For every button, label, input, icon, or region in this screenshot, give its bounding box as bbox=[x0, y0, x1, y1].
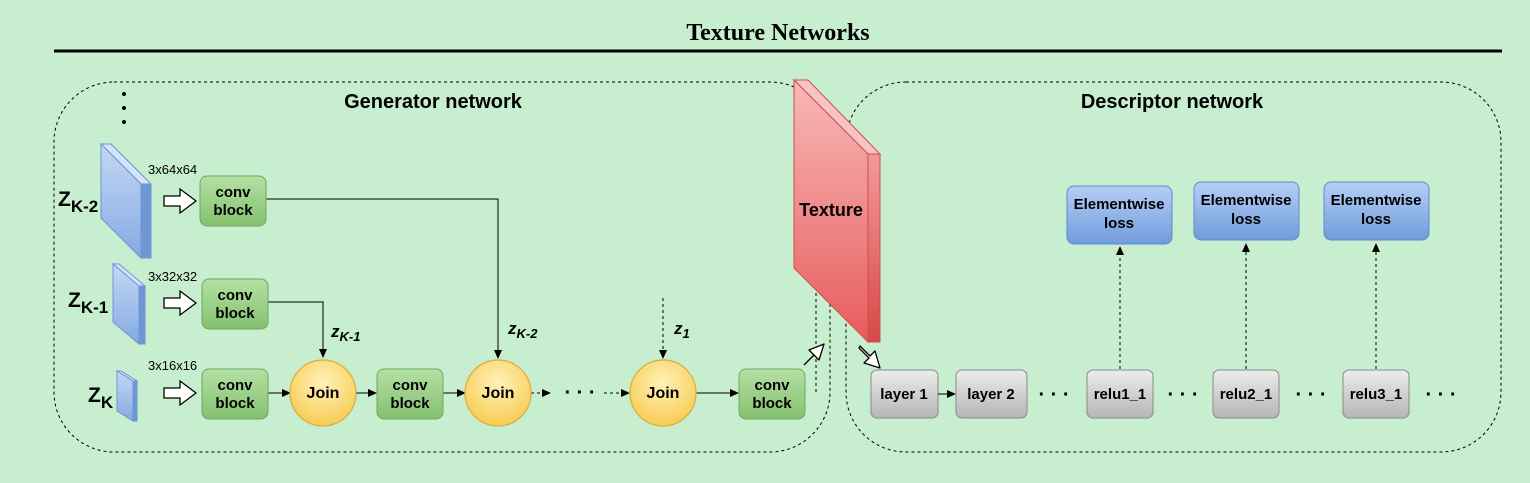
vertical-ellipsis bbox=[122, 92, 126, 124]
hollow-arrow-3 bbox=[163, 379, 198, 407]
input-tensor-zk2 bbox=[99, 142, 153, 260]
figure-title: Texture Networks bbox=[686, 20, 869, 46]
svg-text:Elementwise: Elementwise bbox=[1201, 192, 1292, 209]
layer-block-relu1: relu1_1 bbox=[1086, 369, 1154, 419]
svg-text:block: block bbox=[390, 395, 430, 412]
size-label-32: 3x32x32 bbox=[148, 269, 197, 284]
generator-title: Generator network bbox=[344, 91, 523, 113]
descriptor-ellipsis-2: · · · bbox=[1167, 384, 1198, 406]
svg-text:relu2_1: relu2_1 bbox=[1220, 386, 1273, 403]
svg-text:Elementwise: Elementwise bbox=[1074, 196, 1165, 213]
texture-label: Texture bbox=[799, 200, 863, 220]
hollow-arrow-into-descriptor bbox=[858, 345, 881, 369]
texture-slab: Texture bbox=[792, 78, 882, 344]
layer-block-relu2: relu2_1 bbox=[1212, 369, 1280, 419]
skip-label-z1: z1 bbox=[673, 319, 690, 341]
conv-block-zk2: conv block bbox=[199, 175, 267, 227]
label-zk: ZK bbox=[88, 384, 114, 412]
loss-block-relu1: Elementwise loss bbox=[1066, 185, 1173, 245]
svg-text:layer 2: layer 2 bbox=[967, 386, 1015, 403]
svg-text:loss: loss bbox=[1104, 215, 1134, 232]
loss-block-relu2: Elementwise loss bbox=[1193, 181, 1300, 241]
skip-label-zk1: zK-1 bbox=[330, 322, 360, 344]
input-tensor-zk1 bbox=[111, 262, 147, 346]
label-zk1: ZK-1 bbox=[68, 289, 108, 317]
join-node-3: Join bbox=[629, 359, 697, 427]
join-node-2: Join bbox=[464, 359, 532, 427]
descriptor-title: Descriptor network bbox=[1081, 91, 1264, 113]
layer-block-2: layer 2 bbox=[955, 369, 1028, 419]
svg-text:conv: conv bbox=[392, 377, 428, 394]
conv-block-zk1: conv block bbox=[201, 278, 269, 330]
svg-text:Join: Join bbox=[647, 385, 680, 402]
join-node-1: Join bbox=[289, 359, 357, 427]
conv-block-middle: conv block bbox=[376, 368, 444, 420]
descriptor-connections bbox=[938, 243, 1380, 398]
loss-block-relu3: Elementwise loss bbox=[1323, 181, 1430, 241]
hollow-arrow-into-texture bbox=[803, 343, 825, 366]
conv-block-final: conv block bbox=[738, 368, 806, 420]
layer-block-relu3: relu3_1 bbox=[1342, 369, 1410, 419]
descriptor-ellipsis-3: · · · bbox=[1295, 384, 1326, 406]
svg-text:conv: conv bbox=[754, 377, 790, 394]
svg-text:relu3_1: relu3_1 bbox=[1350, 386, 1403, 403]
svg-text:Elementwise: Elementwise bbox=[1331, 192, 1422, 209]
layer-block-1: layer 1 bbox=[870, 369, 939, 419]
size-label-16: 3x16x16 bbox=[148, 358, 197, 373]
input-tensor-zk bbox=[115, 370, 139, 422]
generator-ellipsis: · · · bbox=[564, 382, 595, 404]
svg-text:block: block bbox=[213, 202, 253, 219]
svg-text:Join: Join bbox=[482, 385, 515, 402]
svg-text:Join: Join bbox=[307, 385, 340, 402]
size-label-64: 3x64x64 bbox=[148, 162, 197, 177]
conv-block-zk: conv block bbox=[201, 368, 269, 420]
generator-panel bbox=[53, 81, 831, 453]
svg-text:conv: conv bbox=[217, 377, 253, 394]
svg-text:conv: conv bbox=[217, 287, 253, 304]
svg-text:loss: loss bbox=[1231, 211, 1261, 228]
label-zk2: ZK-2 bbox=[58, 188, 98, 216]
descriptor-ellipsis-1: · · · bbox=[1038, 384, 1069, 406]
descriptor-ellipsis-4: · · · bbox=[1425, 384, 1456, 406]
skip-label-zk2: zK-2 bbox=[507, 319, 538, 341]
hollow-arrows bbox=[163, 187, 198, 407]
hollow-arrow-2 bbox=[163, 289, 198, 317]
hollow-arrow-1 bbox=[163, 187, 198, 215]
svg-text:block: block bbox=[215, 305, 255, 322]
svg-text:block: block bbox=[752, 395, 792, 412]
svg-text:loss: loss bbox=[1361, 211, 1391, 228]
generator-connections bbox=[266, 198, 739, 397]
svg-text:block: block bbox=[215, 395, 255, 412]
svg-text:conv: conv bbox=[215, 184, 251, 201]
svg-text:layer 1: layer 1 bbox=[880, 386, 928, 403]
svg-text:relu1_1: relu1_1 bbox=[1094, 386, 1147, 403]
